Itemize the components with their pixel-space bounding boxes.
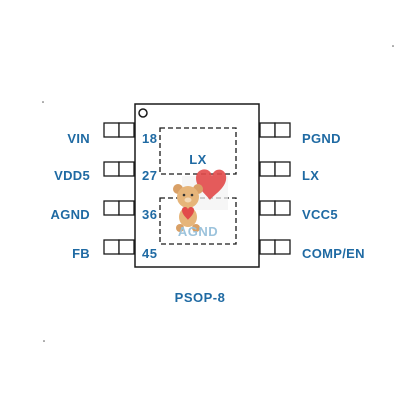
pad-agnd-outline	[159, 197, 237, 245]
package-name: PSOP-8	[174, 290, 226, 305]
stray-dot	[392, 45, 394, 47]
stray-dot	[42, 101, 44, 103]
pin-number-4: 45	[142, 246, 158, 261]
pin-number-2: 27	[142, 168, 158, 183]
pad-label-agnd: AGND	[177, 224, 219, 239]
pad-label-lx: LX	[189, 152, 207, 167]
pin-name-vdd5: VDD5	[54, 168, 90, 183]
right-pin-stubs	[259, 122, 291, 255]
pin-name-fb: FB	[72, 246, 90, 261]
pin1-marker	[138, 108, 148, 118]
left-pin-stubs	[103, 122, 135, 255]
pin-name-lx: LX	[302, 168, 320, 183]
pin-name-vin: VIN	[67, 131, 90, 146]
pin-name-vcc5: VCC5	[302, 207, 338, 222]
pin-name-agnd: AGND	[50, 207, 90, 222]
pin-number-1: 18	[142, 131, 158, 146]
pin-name-comp-en: COMP/EN	[302, 246, 365, 261]
pin-name-pgnd: PGND	[302, 131, 341, 146]
stray-dot	[43, 340, 45, 342]
teddy-bear-heart-icon	[173, 169, 228, 232]
pin-number-3: 36	[142, 207, 158, 222]
